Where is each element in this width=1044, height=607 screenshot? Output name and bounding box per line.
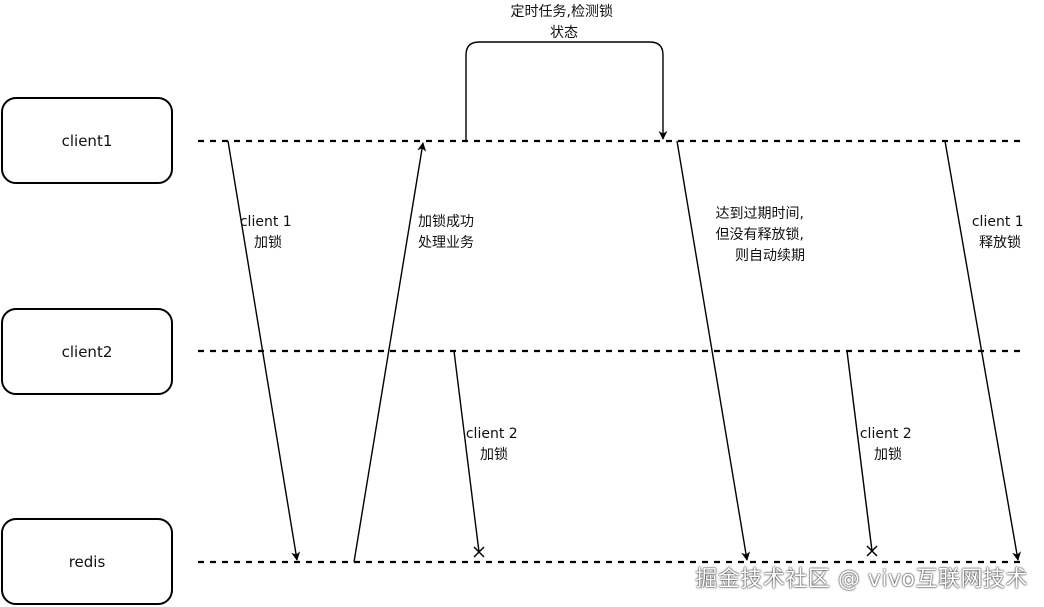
- message-client1-release-arrow: [944, 140, 1022, 561]
- message-scheduled-check: 定时任务,检测锁 状态: [465, 4, 668, 141]
- message-lock-success-text: 加锁成功 处理业务: [418, 214, 478, 251]
- actor-client1: client1: [1, 97, 173, 184]
- message-client1-lock: client 1 加锁: [227, 140, 301, 561]
- message-client1-lock-arrow: [227, 140, 301, 561]
- message-lock-success: 加锁成功 处理业务: [353, 142, 478, 563]
- message-auto-renew-arrow: [676, 140, 751, 561]
- actor-redis-label: redis: [69, 553, 106, 571]
- message-lock-success-arrow: [353, 142, 427, 563]
- watermark: 掘金技术社区 @ vivo互联网技术: [695, 567, 1028, 592]
- message-client1-release-text: client 1 释放锁: [972, 214, 1028, 251]
- actor-client2: client2: [1, 308, 173, 395]
- message-auto-renew-text: 达到过期时间, 但没有释放锁, 则自动续期: [716, 206, 809, 264]
- failure-x-icon: [473, 546, 485, 558]
- message-scheduled-check-text: 定时任务,检测锁 状态: [511, 4, 618, 41]
- message-client1-release: client 1 释放锁: [944, 140, 1028, 561]
- actor-client2-label: client2: [62, 343, 113, 361]
- message-client1-lock-text: client 1 加锁: [240, 214, 296, 251]
- message-client2-lock-second-line: [846, 350, 873, 552]
- message-client2-lock-first: client 2 加锁: [453, 350, 522, 558]
- message-client2-lock-first-line: [453, 350, 480, 553]
- message-client2-lock-second-text: client 2 加锁: [860, 426, 916, 463]
- message-auto-renew: 达到过期时间, 但没有释放锁, 则自动续期: [676, 140, 809, 561]
- message-scheduled-check-arrow: [465, 41, 668, 141]
- actor-redis: redis: [1, 518, 173, 605]
- failure-x-icon: [866, 545, 878, 557]
- message-client2-lock-second: client 2 加锁: [846, 350, 916, 557]
- message-client2-lock-first-text: client 2 加锁: [466, 426, 522, 463]
- actor-client1-label: client1: [62, 132, 113, 150]
